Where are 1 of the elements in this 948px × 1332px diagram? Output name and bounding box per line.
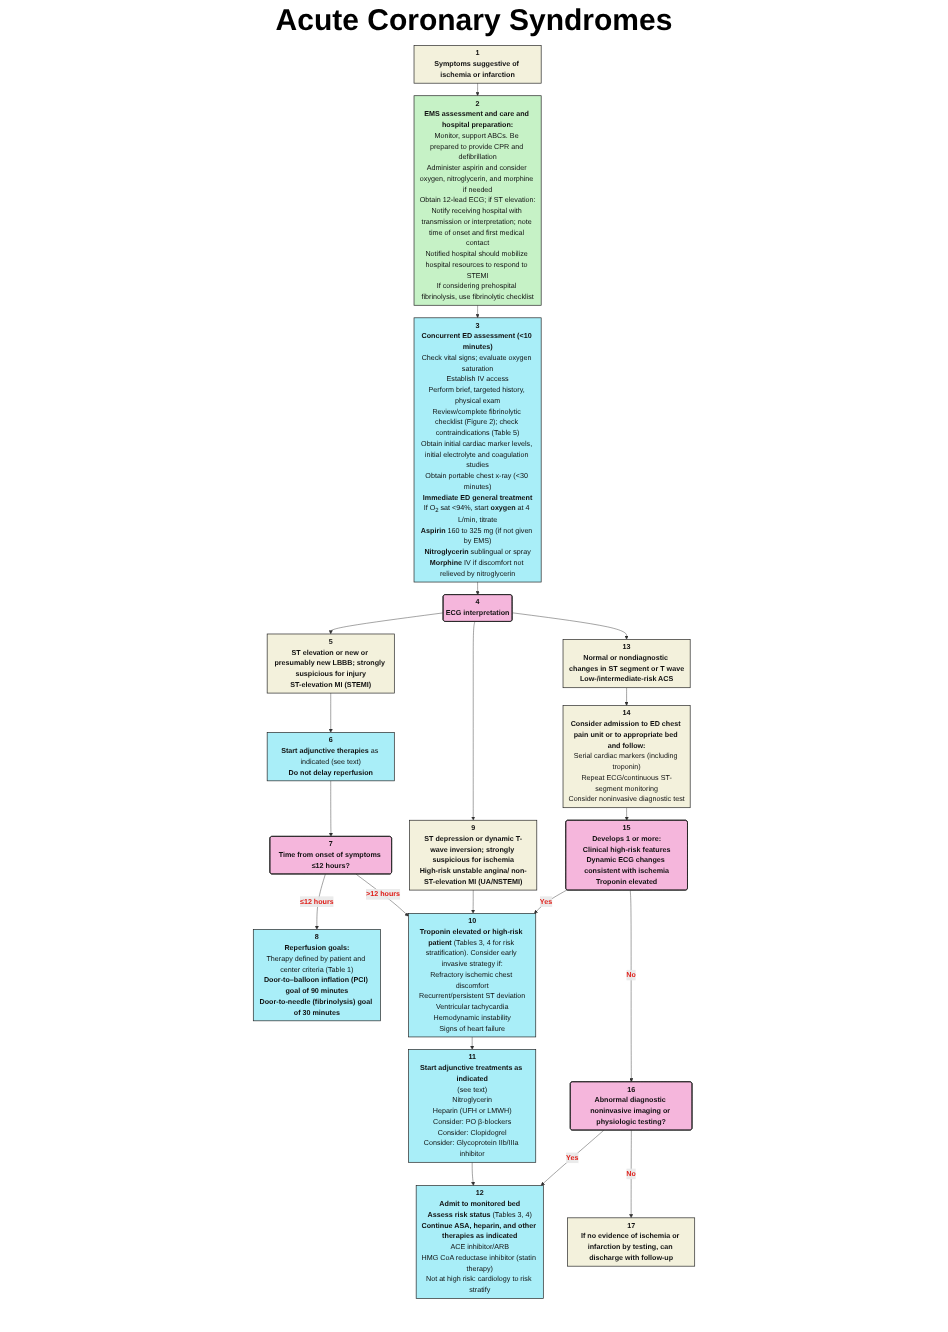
diagram-title: Acute Coronary Syndromes — [273, 4, 675, 38]
